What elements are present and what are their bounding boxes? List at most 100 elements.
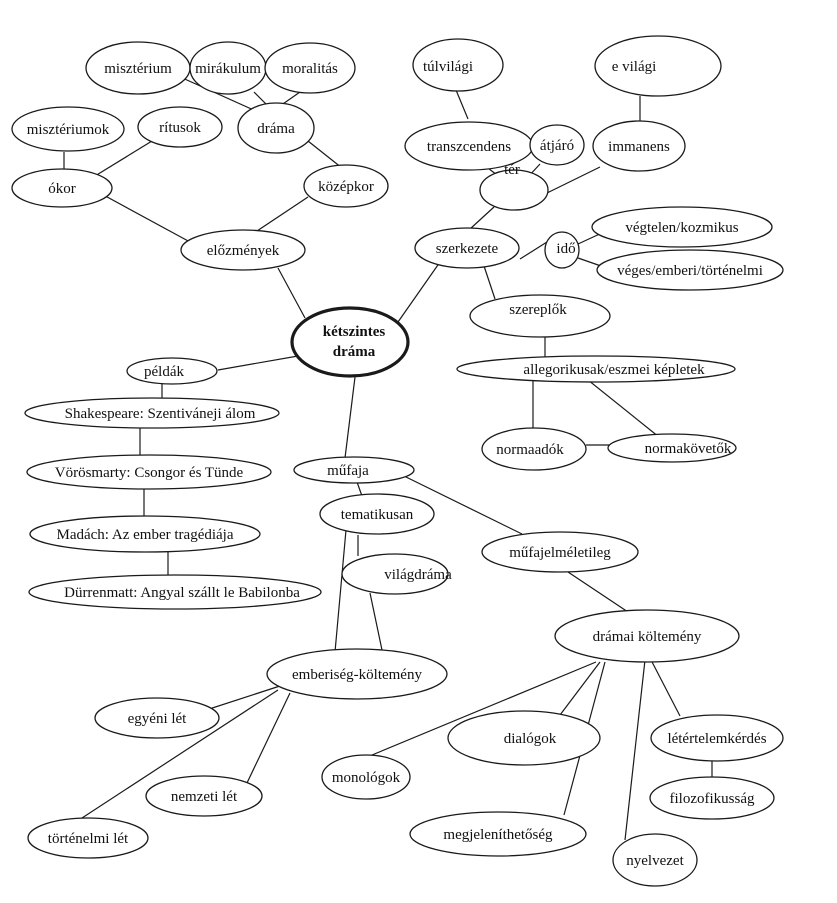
svg-text:túlvilági: túlvilági: [423, 59, 473, 75]
svg-text:előzmények: előzmények: [207, 243, 280, 259]
edge-dramai-nyelvezet: [624, 659, 646, 841]
svg-text:allegorikusak/eszmei képletek: allegorikusak/eszmei képletek: [523, 362, 705, 378]
edge-mufaja-tematikusan: [356, 481, 363, 497]
node-madach: Madách: Az ember tragédiája: [29, 515, 261, 553]
node-szereplok: szereplők: [469, 294, 611, 338]
edge-emberiseg-tortenelmi: [81, 689, 279, 819]
node-normaadok: normaadók: [481, 427, 587, 471]
svg-text:idő: idő: [556, 241, 575, 257]
svg-text:misztériumok: misztériumok: [27, 122, 110, 138]
svg-text:véges/emberi/történelmi: véges/emberi/történelmi: [617, 263, 763, 279]
svg-text:nemzeti lét: nemzeti lét: [171, 789, 238, 805]
node-nyelvezet: nyelvezet: [612, 833, 698, 887]
node-elozmenyek: előzmények: [180, 229, 306, 271]
svg-text:egyéni lét: egyéni lét: [128, 711, 188, 727]
node-kozepkor: középkor: [303, 164, 389, 208]
node-mufajelmeletileg: műfajelméletileg: [481, 531, 639, 573]
svg-text:világdráma: világdráma: [384, 567, 452, 583]
node-normakovetok: normakövetők: [607, 433, 737, 463]
edge-dramai-letertelem: [649, 657, 681, 717]
edge-emberiseg-nemzeti: [245, 692, 291, 786]
edge-tematikusan-emberiseg: [334, 529, 347, 653]
svg-text:dráma: dráma: [257, 121, 295, 137]
svg-text:misztérium: misztérium: [104, 61, 172, 77]
node-vegtelen: végtelen/kozmikus: [591, 206, 773, 248]
node-ter: tér: [479, 162, 549, 211]
edge-dramai-dialogok: [559, 661, 601, 716]
svg-text:Shakespeare: Szentiváneji álom: Shakespeare: Szentiváneji álom: [65, 406, 256, 422]
node-vorosmarty: Vörösmarty: Csongor és Tünde: [26, 454, 272, 490]
edge-center-szerkezete: [397, 261, 441, 323]
svg-text:drámai költemény: drámai költemény: [593, 629, 702, 645]
node-miszterium: misztérium: [85, 41, 191, 95]
node-tortenelmi: történelmi lét: [27, 817, 149, 859]
edge-elozmenyek-kozepkor: [253, 196, 309, 234]
node-immanens: immanens: [592, 120, 686, 172]
node-megjelenithetoseg: megjeleníthetőség: [409, 811, 587, 857]
edge-ter-immanens: [546, 166, 601, 194]
node-mirakulum: mirákulum: [189, 41, 267, 95]
svg-text:történelmi lét: történelmi lét: [48, 831, 129, 847]
svg-text:középkor: középkor: [318, 179, 374, 195]
node-allegorikusak: allegorikusak/eszmei képletek: [456, 355, 736, 383]
node-emberiseg: emberiség-költemény: [266, 648, 448, 700]
node-okor: ókor: [11, 168, 113, 208]
svg-text:Vörösmarty: Csongor és Tünde: Vörösmarty: Csongor és Tünde: [55, 465, 244, 481]
svg-text:mirákulum: mirákulum: [195, 61, 261, 77]
svg-text:moralitás: moralitás: [282, 61, 338, 77]
edge-szerkezete-szereplok: [483, 265, 496, 300]
node-dramai-koltemeny: drámai költemény: [554, 609, 740, 663]
node-evilagi: e világi: [594, 35, 722, 97]
svg-text:emberiség-költemény: emberiség-költemény: [292, 667, 422, 683]
edge-center-elozmenyek: [277, 267, 306, 319]
edge-mufajelmeletileg-dramai: [564, 569, 629, 613]
node-durrenmatt: Dürrenmatt: Angyal szállt le Babilonba: [28, 574, 322, 610]
node-transzcendens: transzcendens: [404, 121, 534, 171]
svg-text:transzcendens: transzcendens: [427, 139, 511, 155]
edge-szerkezete-ter: [469, 206, 495, 230]
node-nemzeti: nemzeti lét: [145, 775, 263, 817]
edge-okor-ritusok: [94, 140, 153, 177]
edge-vilagdrama-emberiseg: [369, 592, 383, 651]
node-veges: véges/emberi/történelmi: [596, 249, 784, 291]
node-monologok: monológok: [321, 754, 411, 800]
edge-dramai-monologok: [359, 661, 597, 761]
node-ritusok: rítusok: [137, 106, 223, 148]
edge-center-peldak: [217, 355, 299, 371]
svg-text:szerkezete: szerkezete: [436, 241, 499, 257]
svg-text:műfajelméletileg: műfajelméletileg: [509, 545, 611, 561]
svg-text:monológok: monológok: [332, 770, 401, 786]
node-letertelemkerdes: létértelemkérdés: [650, 714, 784, 762]
edge-kozepkor-drama: [307, 140, 343, 169]
svg-text:Dürrenmatt: Angyal szállt le B: Dürrenmatt: Angyal szállt le Babilonba: [64, 585, 300, 601]
node-ketszintes-drama: kétszintes dráma: [290, 306, 410, 378]
edge-ido-veges: [577, 257, 602, 267]
svg-text:példák: példák: [144, 364, 184, 380]
node-szerkezete: szerkezete: [414, 227, 520, 269]
svg-text:átjáró: átjáró: [540, 138, 574, 154]
svg-text:normaadók: normaadók: [496, 442, 564, 458]
node-peldak: példák: [126, 357, 218, 385]
svg-text:dialógok: dialógok: [504, 731, 557, 747]
svg-text:e világi: e világi: [612, 59, 657, 75]
node-miszteriumok: misztériumok: [11, 106, 125, 152]
svg-text:Madách: Az ember tragédiája: Madách: Az ember tragédiája: [57, 527, 234, 543]
svg-text:ókor: ókor: [48, 181, 76, 197]
edge-elozmenyek-okor: [97, 191, 191, 243]
svg-text:tematikusan: tematikusan: [341, 507, 414, 523]
node-center-line2: dráma: [333, 344, 376, 360]
edge-szerkezete-ido: [519, 241, 548, 260]
node-filozofikussag: filozofikusság: [649, 776, 775, 820]
svg-text:normakövetők: normakövetők: [645, 441, 732, 457]
svg-text:filozofikusság: filozofikusság: [670, 791, 755, 807]
node-tulvilagi: túlvilági: [412, 38, 504, 92]
edge-drama-miszterium: [177, 75, 259, 113]
svg-text:rítusok: rítusok: [159, 120, 201, 136]
svg-text:létértelemkérdés: létértelemkérdés: [667, 731, 766, 747]
svg-text:megjeleníthetőség: megjeleníthetőség: [443, 827, 553, 843]
node-center-line1: kétszintes: [323, 324, 386, 340]
edge-mufaja-mufajelmeletileg: [403, 475, 523, 535]
node-drama: dráma: [237, 102, 315, 154]
node-ido: idő: [544, 231, 580, 269]
